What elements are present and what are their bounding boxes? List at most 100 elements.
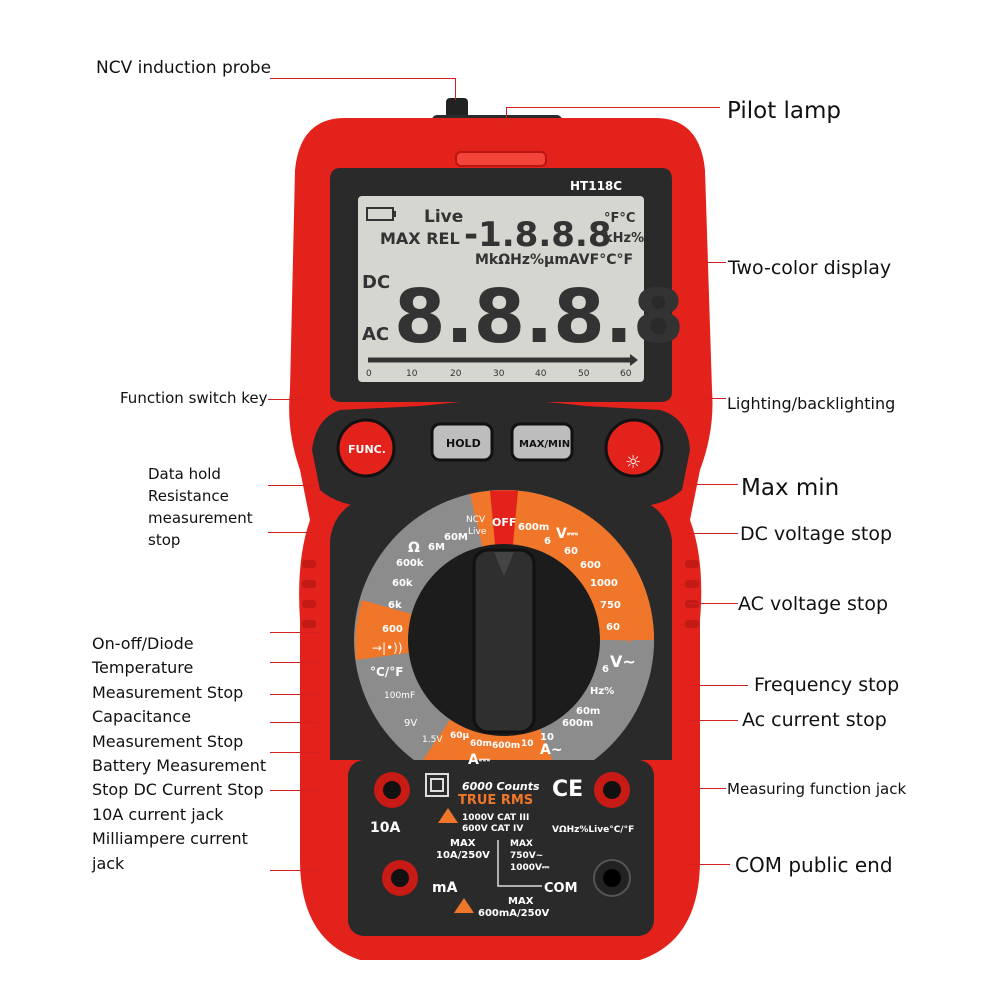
panel-cat2: 600V CAT IV <box>462 824 523 834</box>
func-button[interactable] <box>336 418 396 478</box>
label-com: COM public end <box>735 853 893 877</box>
svg-text:20: 20 <box>450 369 462 379</box>
svg-text:40: 40 <box>535 369 547 379</box>
pilot-lamp <box>455 151 547 167</box>
backlight-button[interactable] <box>604 418 664 478</box>
dial-dcv-ranges: 600m 6 60 600 1000 <box>518 522 618 589</box>
dial-batt-15v: 1.5V <box>422 735 443 745</box>
svg-text:60μ: 60μ <box>450 731 470 741</box>
jack-func[interactable] <box>594 772 630 808</box>
hold-button-label: HOLD <box>446 437 481 450</box>
svg-text:60m: 60m <box>576 706 600 717</box>
svg-text:50: 50 <box>578 369 590 379</box>
label-left-item: Measurement Stop <box>92 731 244 751</box>
dial-acv-ranges: 750 60 6 <box>600 600 621 675</box>
label-data-hold: Data hold Resistance measurement stop <box>148 463 253 551</box>
lcd-small-digits: -1.8.8.8 <box>464 215 612 255</box>
lcd-units-top: °F°C <box>604 211 635 226</box>
dial-acv: V~ <box>610 652 636 671</box>
svg-text:60m: 60m <box>470 739 492 749</box>
dial-dcv: V⎓ <box>556 526 579 542</box>
jack-panel <box>348 760 654 936</box>
panel-max-10a: MAX <box>450 838 476 849</box>
leader-10a <box>270 790 318 792</box>
dial-ohm-ranges: 600 6k 60k 600k 6M 60M <box>382 532 468 635</box>
svg-text:750: 750 <box>600 600 621 611</box>
leader-cap <box>270 694 318 696</box>
svg-text:6: 6 <box>544 536 551 547</box>
dial-hz-pct: Hz% <box>590 686 614 697</box>
label-ac-current: Ac current stop <box>742 709 887 731</box>
leader-accurrent <box>690 720 738 722</box>
dial-off: OFF <box>492 516 516 529</box>
label-data-hold-line: Resistance <box>148 487 229 505</box>
label-left-item: On-off/Diode <box>92 634 194 653</box>
dial-aac: A~ <box>540 742 563 758</box>
leader-com <box>690 864 730 866</box>
label-left-item: Stop DC Current Stop <box>92 780 264 800</box>
jack-10a[interactable] <box>374 772 410 808</box>
leader-batt <box>270 722 318 724</box>
label-pilot: Pilot lamp <box>727 98 842 124</box>
leader-func <box>268 399 300 401</box>
label-ncv: NCV induction probe <box>96 58 272 78</box>
label-func-key: Function switch key <box>120 389 268 407</box>
label-left-item: Measurement Stop <box>92 682 244 702</box>
lcd-display <box>358 196 644 382</box>
svg-text:600: 600 <box>382 624 403 635</box>
svg-text:1000: 1000 <box>590 578 618 589</box>
label-max-min: Max min <box>741 475 840 501</box>
panel-jack-func: VΩHz%Live°C/°F <box>552 825 634 835</box>
label-data-hold-line: Data hold <box>148 465 221 483</box>
leader-dccurrent <box>270 752 318 754</box>
label-data-hold-line: stop <box>148 531 181 549</box>
svg-text:30: 30 <box>493 369 505 379</box>
lcd-units-row: MkΩHz%μmAVF°C°F <box>475 252 633 268</box>
label-display: Two-color display <box>728 257 892 279</box>
panel-10a: 10A <box>370 820 400 836</box>
panel-max-ma: MAX <box>508 896 534 907</box>
svg-text:60k: 60k <box>392 578 413 589</box>
svg-text:600k: 600k <box>396 558 424 569</box>
leader-temp <box>270 662 318 664</box>
leader-resistance <box>268 532 316 534</box>
dial-temp: °C/°F <box>370 665 403 679</box>
dial-aac-ranges: 60m 600m 10 <box>540 706 600 743</box>
jack-ma[interactable] <box>382 860 418 896</box>
svg-text:6M: 6M <box>428 542 445 553</box>
panel-com: COM <box>544 881 578 896</box>
label-ac-voltage: AC voltage stop <box>738 593 889 615</box>
label-frequency: Frequency stop <box>754 674 900 696</box>
svg-text:600m: 600m <box>518 522 549 533</box>
svg-text:600m: 600m <box>492 741 520 751</box>
leader-ma <box>270 870 318 872</box>
leader-freq <box>690 685 748 687</box>
maxmin-button[interactable] <box>510 422 574 462</box>
dial-adc-ranges: 60μ 60m 600m 10 <box>450 731 534 751</box>
dial-hz: Hz <box>620 634 633 645</box>
panel-max-v: MAX <box>510 839 533 849</box>
lcd-maxrel: MAX REL <box>380 229 460 248</box>
svg-text:10: 10 <box>406 369 418 379</box>
lcd-big-digits: 8.8.8.8 <box>394 274 684 360</box>
dial-adc: A⎓ <box>468 752 491 768</box>
label-left-item: Milliampere current <box>92 829 248 849</box>
jack-com[interactable] <box>593 859 631 897</box>
label-left-item: jack <box>92 853 125 873</box>
svg-text:60: 60 <box>564 546 578 557</box>
dial-ncv: NCV <box>466 515 486 525</box>
lcd-live: Live <box>424 207 463 227</box>
svg-text:0: 0 <box>366 369 372 379</box>
svg-text:6k: 6k <box>388 600 402 611</box>
svg-text:60M: 60M <box>444 532 468 543</box>
hold-button[interactable] <box>430 422 494 462</box>
label-left-item: Battery Measurement <box>92 756 267 776</box>
lcd-dc: DC <box>362 272 390 293</box>
label-dc-voltage: DC voltage stop <box>740 523 892 545</box>
leader-datahold <box>268 485 316 487</box>
svg-text:10: 10 <box>521 739 534 749</box>
leader-onoff <box>270 632 318 634</box>
panel-ce: CE <box>552 777 583 802</box>
leader-maxmin <box>690 484 738 486</box>
maxmin-button-label: MAX/MIN <box>519 439 570 450</box>
